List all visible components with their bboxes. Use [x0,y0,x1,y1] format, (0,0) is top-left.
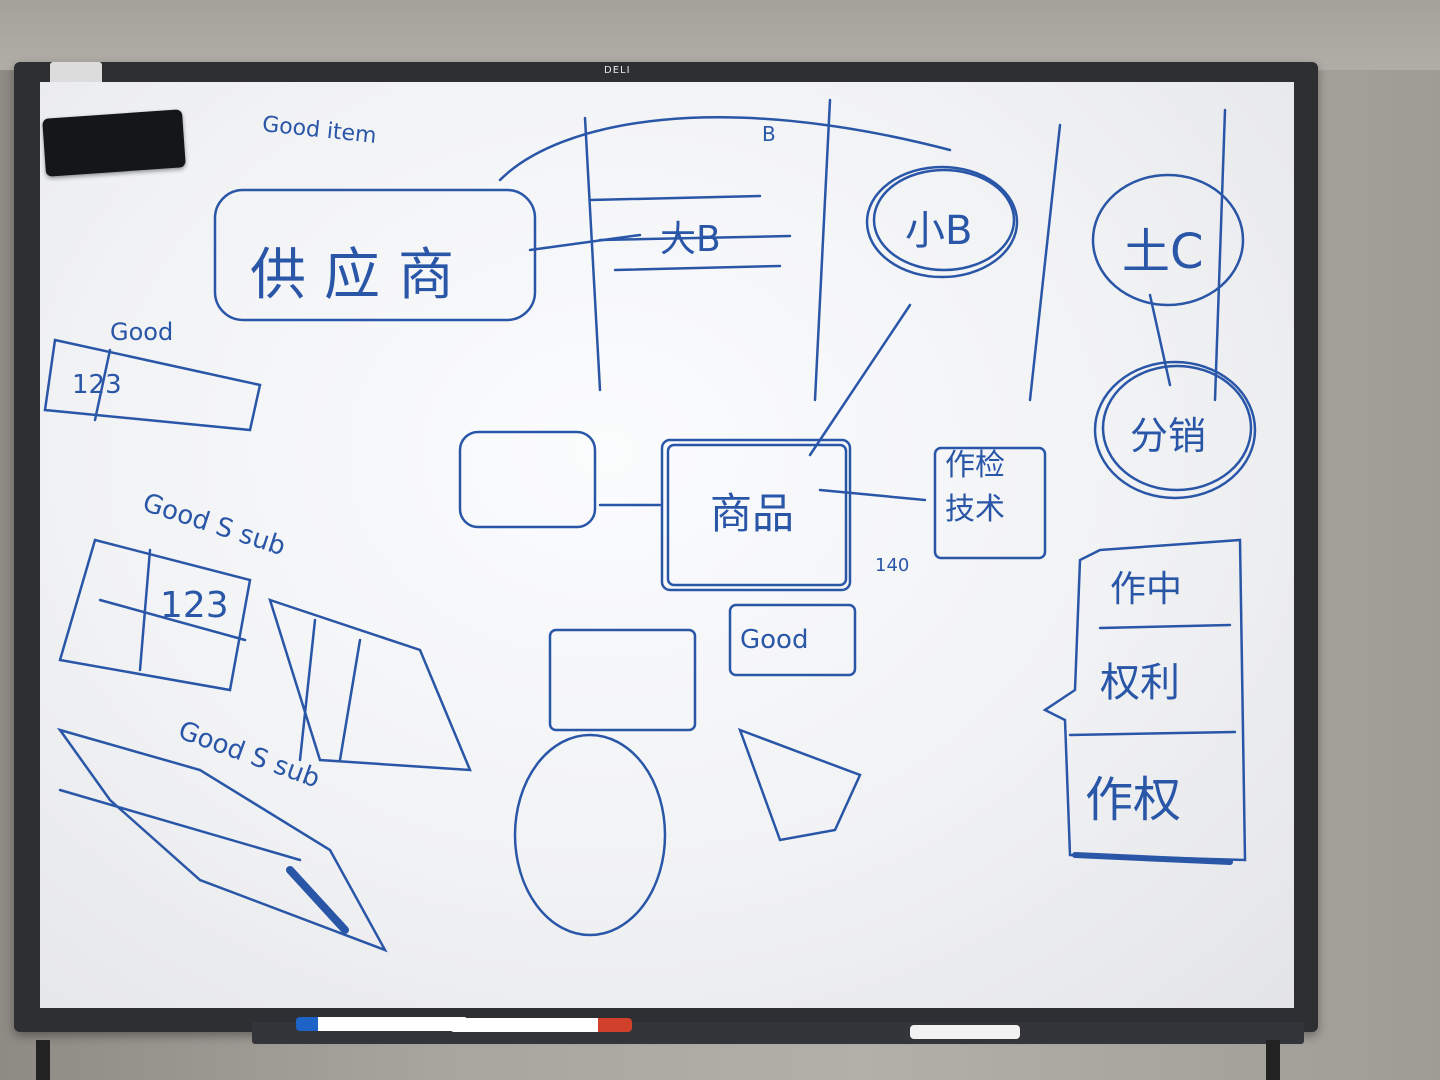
product-box [666,443,848,587]
arrow-product-to-tech [818,488,927,502]
note-left-123: 123 [72,370,122,400]
supplier-box [213,188,537,322]
left-table [43,338,262,432]
note-stack-b: B [762,122,776,146]
note-small-b: 小B [905,208,973,254]
note-small-123: 123 [160,585,229,626]
note-left-good: Good [110,318,174,346]
red-marker[interactable] [450,1018,632,1032]
note-top-c-label: 土C [1122,224,1204,280]
center-grid [268,598,472,772]
note-center-good: Good [740,625,809,655]
arrow-product-to-small-b [808,303,912,457]
right-list-box [1042,538,1247,862]
note-right-3: 作权 [1085,772,1182,828]
brand-label: DELI [604,65,631,76]
lower-arc-grid [56,727,388,953]
note-right-2: 权利 [1100,660,1180,706]
blue-marker[interactable] [296,1017,468,1031]
wall-background [0,0,1440,70]
divider-lines [583,98,1227,402]
arrow-supplier-to-b [528,233,642,252]
top-arc [498,116,952,182]
note-supplier: 供应商 [250,243,472,308]
b-stack-lines [588,194,792,272]
note-right-1: 作中 [1110,569,1183,610]
whiteboard-frame: DELI [14,62,1318,1032]
note-distribution: 分销 [1130,414,1207,458]
note-140: 140 [875,555,910,576]
note-tech: 作检 技术 [945,448,1005,527]
small-b-circle [865,165,1019,279]
white-marker[interactable] [910,1025,1020,1039]
note-product: 商品 [710,489,795,538]
left-grid [58,538,252,692]
distribution-circle [1093,360,1257,500]
stand-legs [30,1040,1300,1080]
tech-box [933,446,1047,560]
retail-box [458,430,597,529]
note-big-b: 大B [660,219,721,260]
top-c-circle [1091,173,1245,307]
arrow-c-to-distribution [1148,293,1172,387]
